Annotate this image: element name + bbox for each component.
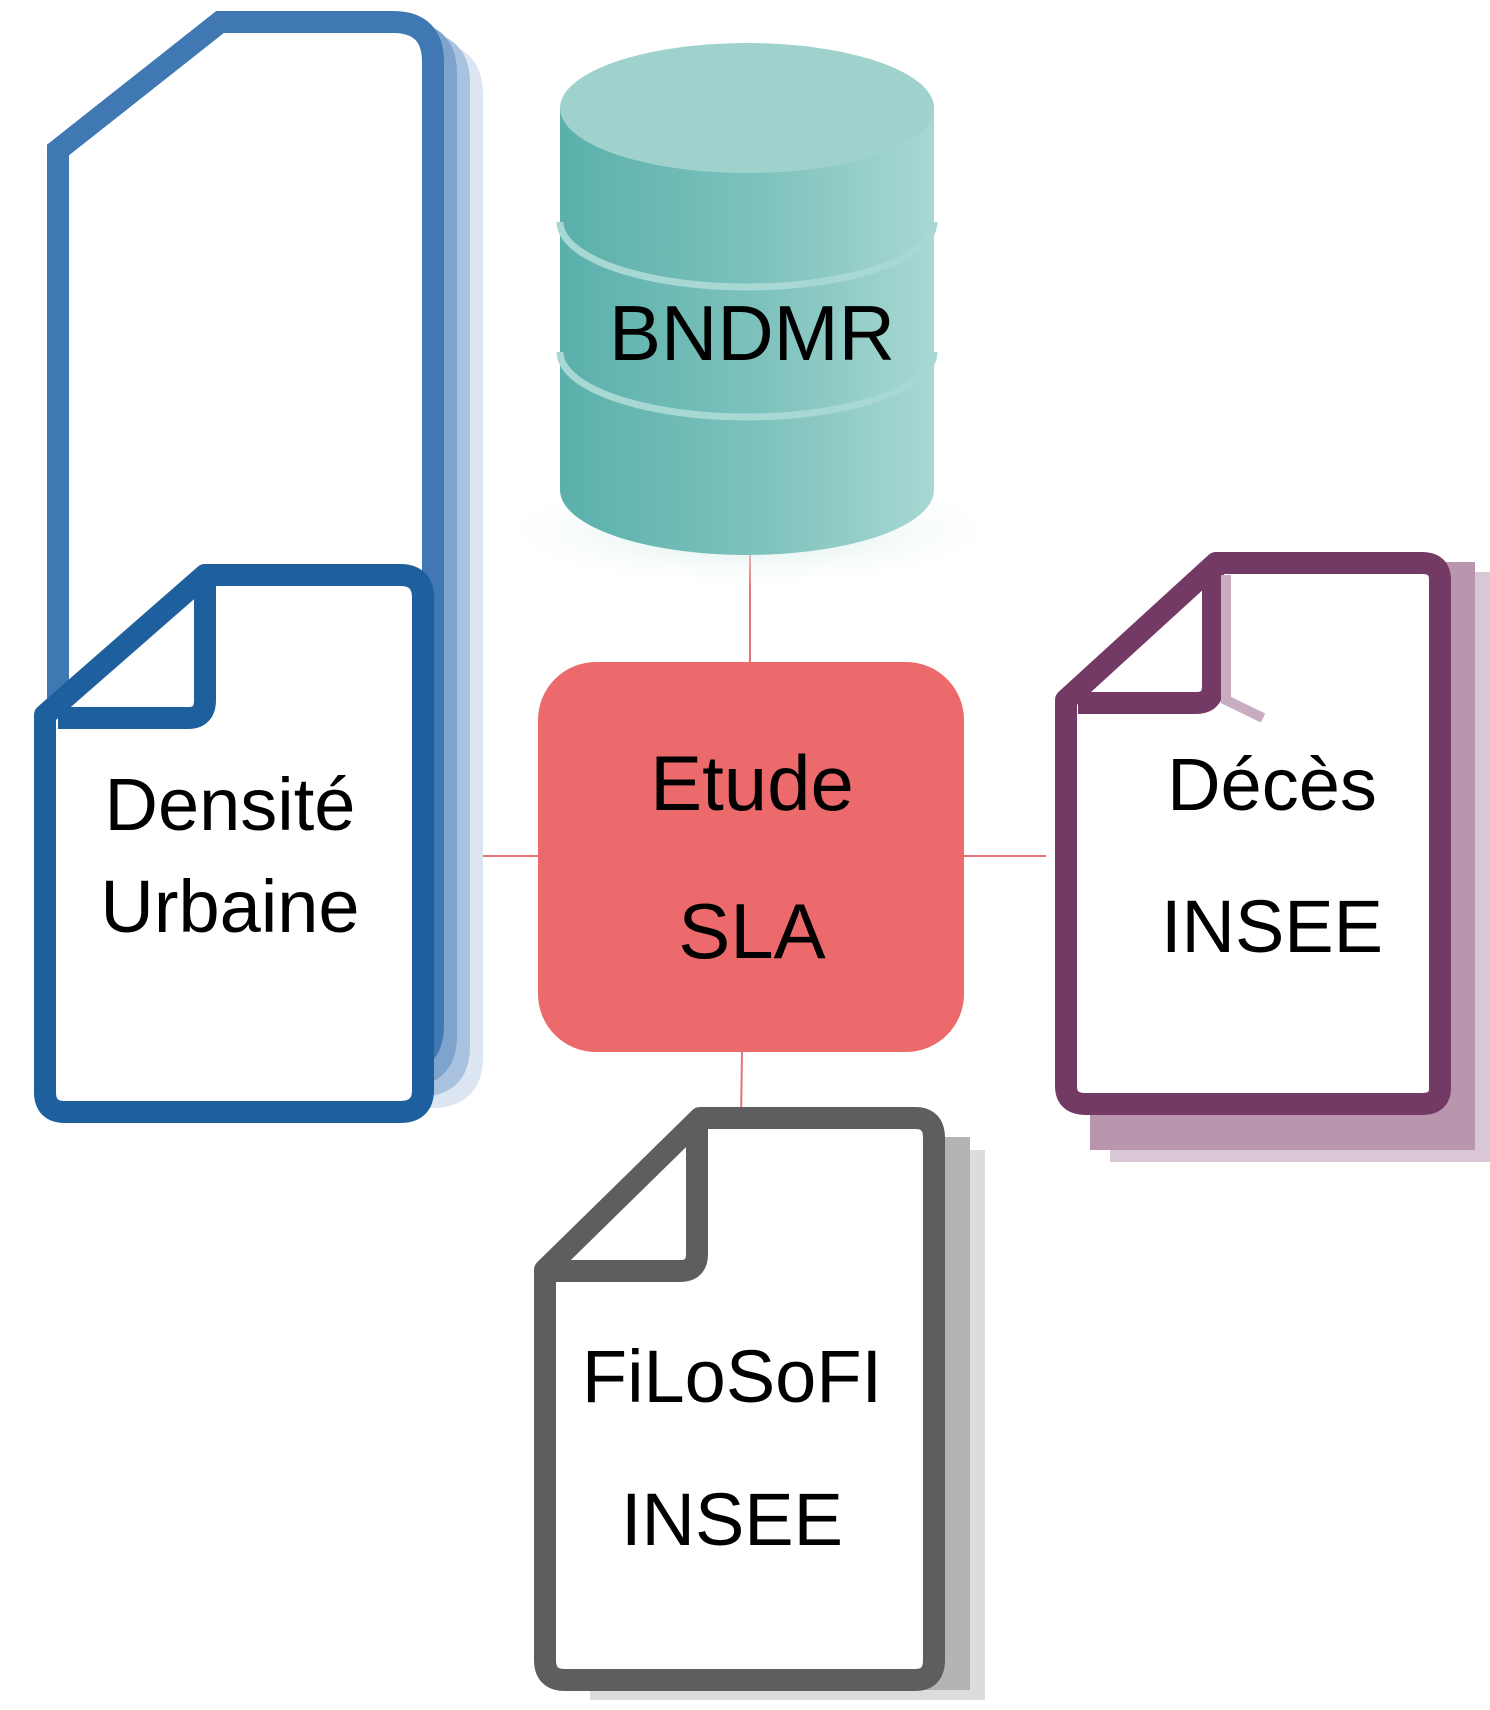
database-label: BNDMR: [609, 289, 895, 377]
document-right-line2: INSEE: [1161, 885, 1383, 968]
document-left-line2: Urbaine: [100, 865, 359, 948]
document-left-line1: Densité: [105, 763, 356, 846]
document-stack-icon: [534, 1107, 985, 1700]
center-label-line2: SLA: [678, 887, 825, 975]
document-stack-icon: [1055, 552, 1490, 1162]
document-stack-icon: [34, 10, 483, 1123]
center-node: Etude SLA: [538, 662, 964, 1052]
document-bottom: FiLoSoFI INSEE: [534, 1107, 985, 1700]
document-right-line1: Décès: [1167, 743, 1377, 826]
database-cylinder-icon: [556, 43, 938, 555]
document-bottom-line2: INSEE: [621, 1478, 843, 1561]
center-label-line1: Etude: [650, 739, 854, 827]
center-box: [538, 662, 964, 1052]
database-node: BNDMR: [490, 43, 1010, 590]
document-left: Densité Urbaine: [34, 10, 483, 1123]
document-bottom-line1: FiLoSoFI: [582, 1335, 882, 1418]
document-right: Décès INSEE: [1055, 552, 1490, 1162]
